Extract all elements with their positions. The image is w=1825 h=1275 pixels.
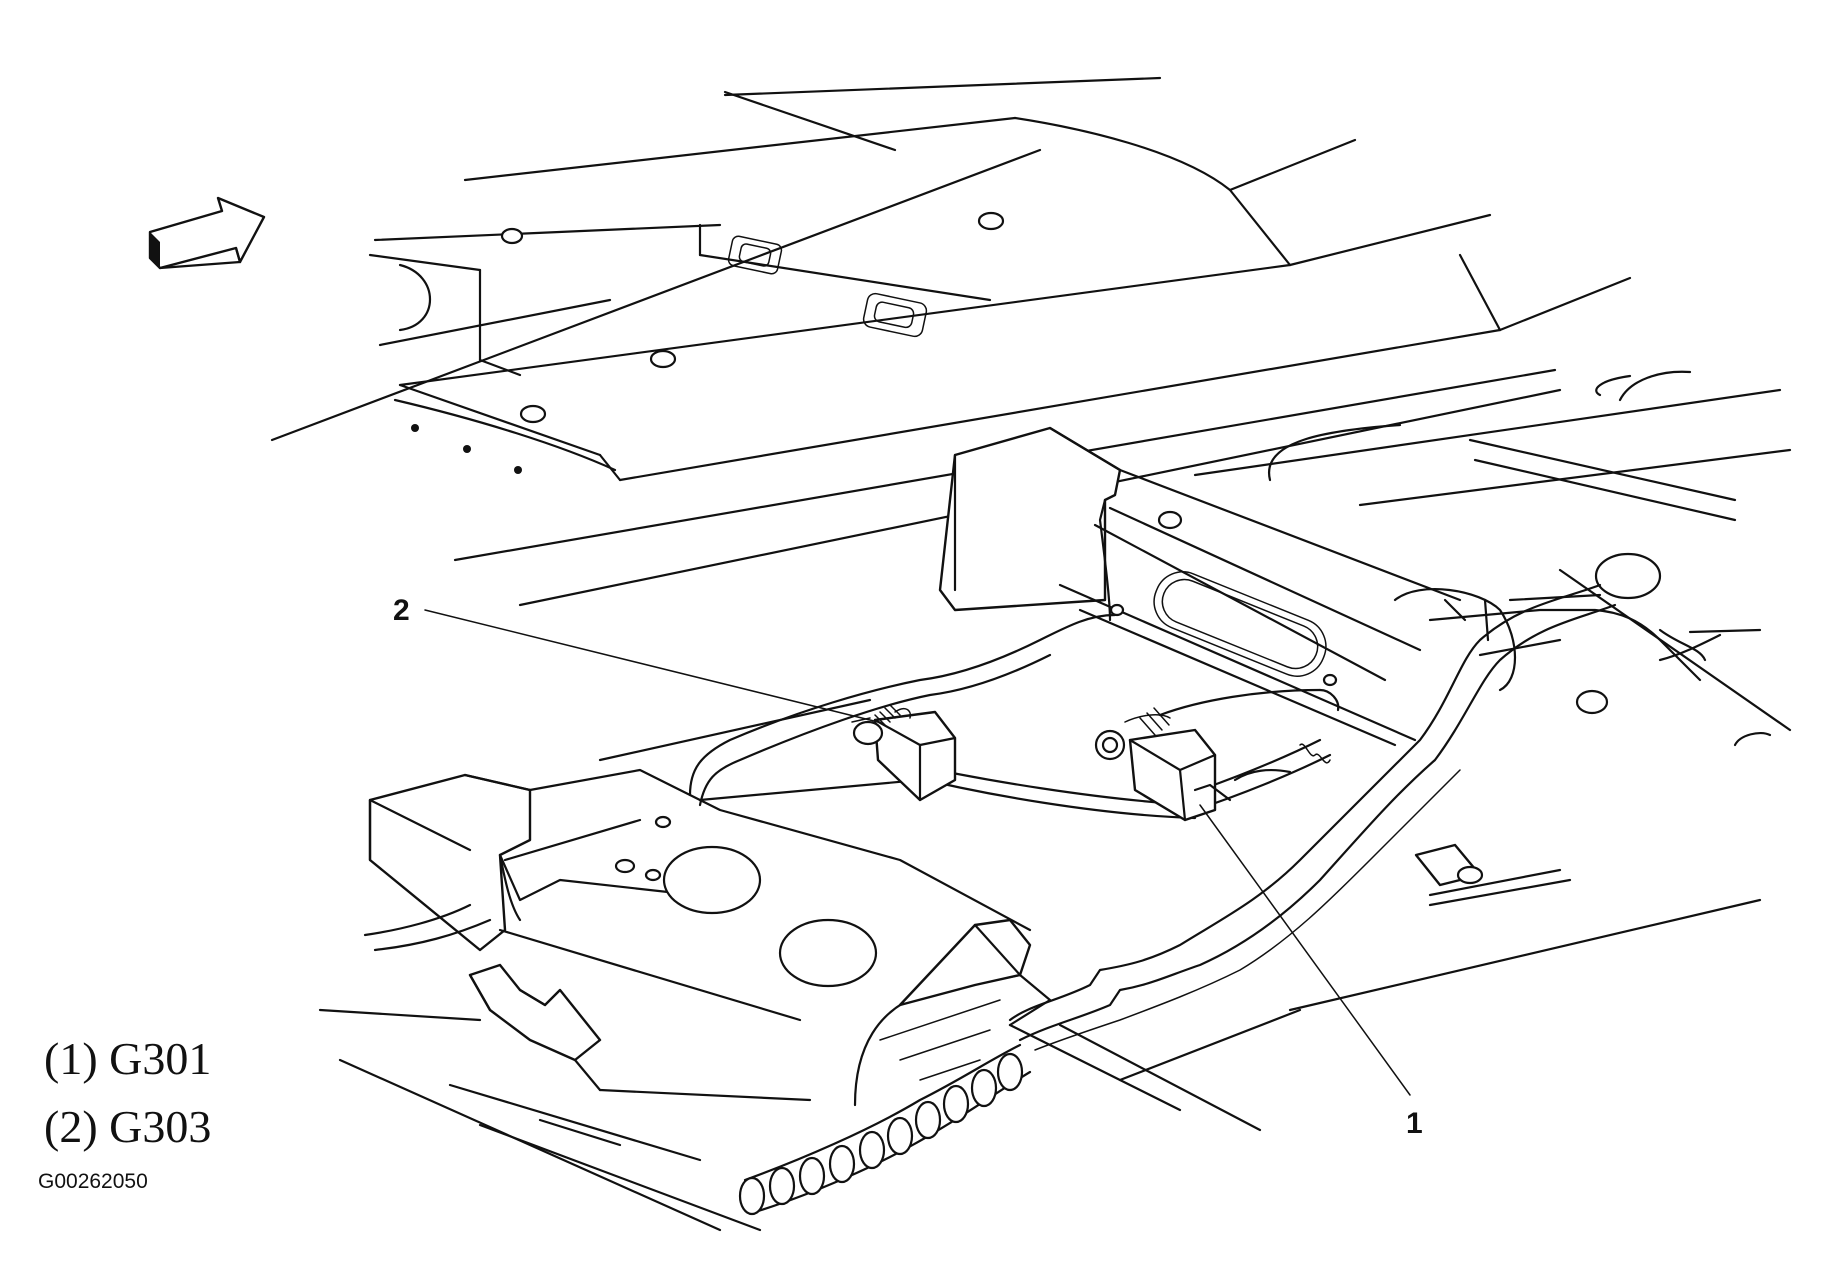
wire-conduit: [738, 1043, 1032, 1216]
callout-number-1: 1: [1406, 1107, 1423, 1140]
left-frame-block: [363, 698, 1032, 1022]
ground-g303: [851, 704, 957, 802]
legend-item-g301: (1) G301: [44, 1033, 212, 1084]
ground-g301: [1094, 707, 1232, 822]
upper-floor-crossmember: [270, 76, 1632, 607]
ground-wiring-harness: [688, 613, 1340, 820]
muffler-shield: [1393, 588, 1702, 907]
lower-bracket: [318, 963, 812, 1232]
rear-crossmember: [938, 426, 1462, 747]
forward-direction-arrow-icon: [148, 196, 266, 270]
callout-number-2: 2: [393, 594, 410, 627]
figure-id: G00262050: [38, 1170, 148, 1193]
legend-item-g303: (2) G303: [44, 1101, 212, 1152]
heat-shield: [853, 898, 1762, 1132]
exhaust-pipe: [1008, 583, 1617, 1051]
right-floor-panel: [1193, 370, 1792, 747]
callout-leaders: [424, 609, 1411, 1096]
